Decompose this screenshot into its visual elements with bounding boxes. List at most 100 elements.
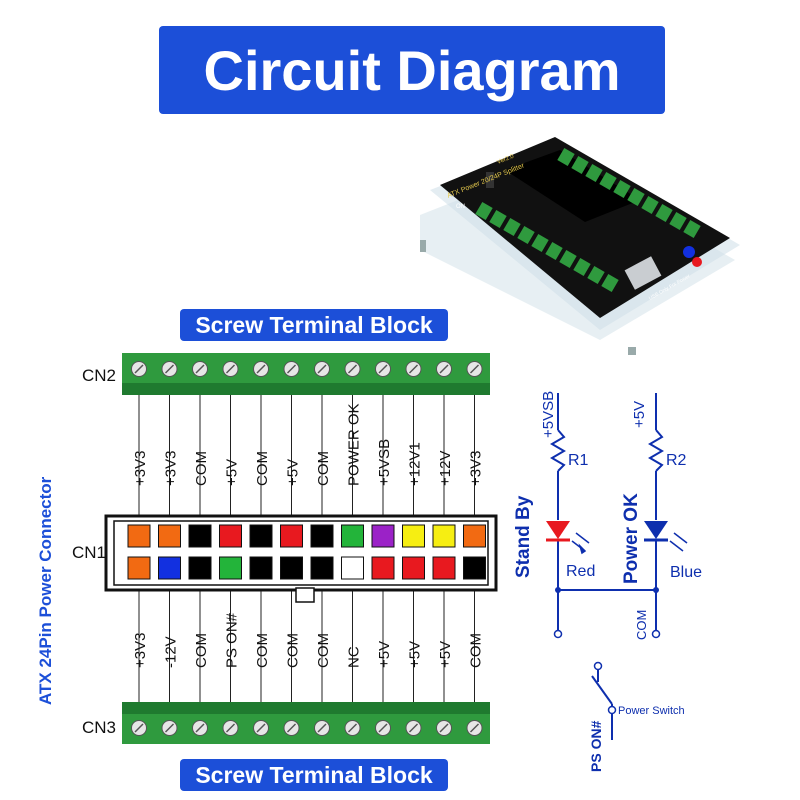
board-switch-icon	[486, 172, 494, 188]
ps-on-label: PS ON#	[588, 720, 604, 772]
board-terminal-icon	[531, 233, 549, 253]
board-terminal-icon	[475, 201, 493, 221]
pin-top-11	[432, 524, 456, 548]
pin-top-9	[371, 524, 395, 548]
screw-slot	[195, 723, 205, 733]
screw-slot	[317, 364, 327, 374]
terminal-dot	[607, 705, 617, 715]
screw-slot	[469, 364, 480, 374]
screw-slot	[408, 364, 419, 374]
screw-slot	[347, 723, 358, 733]
screw-slot	[195, 364, 205, 374]
pin-label-top-7: COM	[315, 451, 332, 486]
pin-label-bottom-3: COM	[193, 633, 210, 668]
pin-bottom-1	[127, 556, 151, 580]
r1-label: R1	[568, 452, 589, 469]
pin-label-top-1: +3V3	[132, 451, 149, 486]
connector-inner	[113, 520, 489, 586]
board-terminal-icon	[557, 147, 575, 167]
screw-slot	[439, 364, 449, 374]
blue-led-icon	[683, 246, 695, 258]
pin-top-4	[219, 524, 242, 548]
pin-top-3	[188, 524, 212, 548]
screw-slot	[286, 723, 297, 733]
screw-slot	[164, 364, 175, 374]
pin-label-bottom-4: PS ON#	[224, 612, 241, 668]
led-circuit	[550, 393, 664, 740]
blue-label: Blue	[670, 564, 702, 581]
pin-label-bottom-9: +5V	[376, 641, 393, 668]
board-terminal-icon	[573, 257, 591, 277]
board-terminal-icon	[585, 163, 603, 183]
pin-bottom-9	[371, 556, 395, 580]
pin-bottom-12	[463, 556, 486, 580]
screw-slot	[225, 723, 236, 733]
pin-label-top-10: +12V1	[407, 442, 424, 486]
board-terminal-icon	[683, 219, 701, 239]
pin-label-top-4: +5V	[224, 459, 241, 486]
pin-bottom-7	[310, 556, 334, 580]
atx-connector-side-label: ATX 24Pin Power Connector	[36, 476, 55, 705]
terminal-dot	[651, 629, 661, 639]
red-led-diode-icon	[546, 521, 570, 539]
screw-slot	[256, 364, 266, 374]
cn2-label: CN2	[82, 366, 117, 385]
terminal-dot	[553, 629, 563, 639]
supply-5vsb-label: +5VSB	[540, 391, 557, 438]
board-terminal-icon	[669, 211, 687, 231]
board-terminal-icon	[517, 225, 535, 245]
com-label: COM	[634, 610, 649, 640]
usb-port-icon	[624, 256, 662, 290]
screw-slot	[378, 723, 388, 733]
pin-label-top-9: +5VSB	[376, 439, 393, 486]
pin-label-top-6: +5V	[285, 459, 302, 486]
top-terminal-block-label: Screw Terminal Block	[180, 309, 448, 341]
cn3-label: CN3	[82, 718, 117, 737]
pin-label-bottom-2: -12V	[163, 636, 180, 668]
pin-bottom-6	[280, 556, 303, 580]
pin-label-top-12: +3V3	[468, 451, 485, 486]
screw-slot	[439, 723, 449, 733]
pin-top-1	[127, 524, 151, 548]
pin-top-6	[280, 524, 303, 548]
red-label: Red	[566, 563, 595, 580]
standoff-icon	[420, 240, 426, 252]
wires	[138, 395, 475, 702]
board-terminal-icon	[627, 187, 645, 207]
board-terminal-icon	[599, 171, 617, 191]
pin-label-top-2: +3V3	[163, 451, 180, 486]
pin-label-bottom-1: +3V3	[132, 633, 149, 668]
pin-bottom-10	[402, 556, 425, 580]
board-terminal-icon	[613, 179, 631, 199]
board-terminal-icon	[545, 241, 563, 261]
terminal-base	[122, 702, 490, 714]
pin-label-top-8: POWER OK	[346, 403, 363, 486]
screw-slot	[134, 364, 144, 374]
screw-slot	[286, 364, 297, 374]
pin-top-10	[402, 524, 425, 548]
connector-latch-icon	[295, 587, 315, 603]
cn1-label: CN1	[72, 543, 107, 562]
pin-label-bottom-12: COM	[468, 633, 485, 668]
pin-label-bottom-8: NC	[346, 646, 363, 668]
blue-led-diode-icon	[644, 521, 668, 539]
screw-slot	[317, 723, 327, 733]
pin-top-8	[341, 524, 364, 548]
resistor-r1-icon	[550, 429, 566, 472]
screw-slot	[225, 364, 236, 374]
pin-label-bottom-11: +5V	[437, 641, 454, 668]
supply-5v-label: +5V	[631, 401, 648, 428]
red-led-icon	[692, 257, 702, 267]
pin-top-12	[463, 524, 486, 548]
pin-label-bottom-6: COM	[285, 633, 302, 668]
pin-top-7	[310, 524, 334, 548]
board-terminal-icon	[587, 265, 605, 285]
screw-slot	[378, 364, 388, 374]
pin-top-5	[249, 524, 273, 548]
screw-slot	[347, 364, 358, 374]
pin-top-2	[158, 524, 181, 548]
pin-label-bottom-5: COM	[254, 633, 271, 668]
board-terminal-icon	[601, 273, 619, 293]
